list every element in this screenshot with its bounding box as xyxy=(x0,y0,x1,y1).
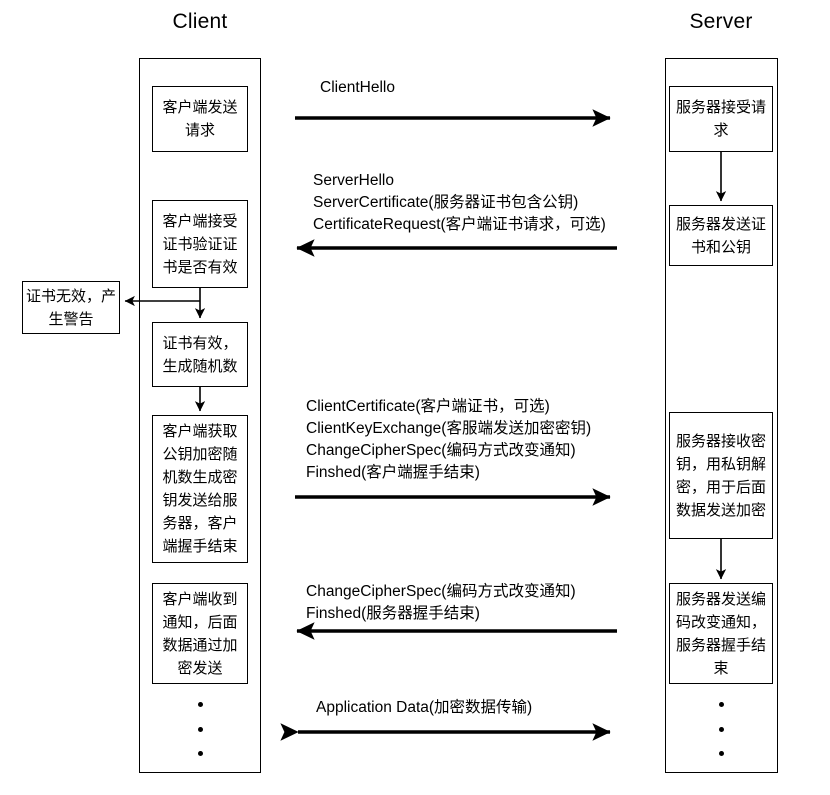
node-client-verify-cert: 客户端接受证书验证证书是否有效 xyxy=(152,200,248,288)
message-line: ChangeCipherSpec(编码方式改变通知) xyxy=(306,583,576,600)
message-line: CertificateRequest(客户端证书请求，可选) xyxy=(313,216,606,233)
node-cert-invalid-warning-label: 证书无效，产生警告 xyxy=(26,287,117,328)
node-client-encrypt-key-label: 客户端获取公钥加密随机数生成密钥发送给服务器，客户端握手结束 xyxy=(162,423,238,555)
node-client-received-notice: 客户端收到通知，后面数据通过加密发送 xyxy=(152,583,248,684)
node-server-send-notice-label: 服务器发送编码改变通知，服务器握手结束 xyxy=(675,590,766,677)
node-server-send-cert-label: 服务器发送证书和公钥 xyxy=(675,215,766,256)
message-line: ChangeCipherSpec(编码方式改变通知) xyxy=(306,442,576,459)
node-client-received-notice-label: 客户端收到通知，后面数据通过加密发送 xyxy=(162,590,238,677)
ellipsis-dot xyxy=(718,702,724,707)
message-line: ServerHello xyxy=(313,172,394,189)
node-client-encrypt-key: 客户端获取公钥加密随机数生成密钥发送给服务器，客户端握手结束 xyxy=(152,415,248,563)
message-label-client-hello: ClientHello xyxy=(320,77,395,99)
ellipsis-dot xyxy=(718,751,724,756)
node-server-accept-request-label: 服务器接受请求 xyxy=(675,99,766,139)
message-line: ClientKeyExchange(客服端发送加密密钥) xyxy=(306,420,592,437)
message-arrow-client-key-exchange xyxy=(295,488,611,506)
message-line: Finshed(客户端握手结束) xyxy=(306,464,480,481)
node-server-send-notice: 服务器发送编码改变通知，服务器握手结束 xyxy=(669,583,773,684)
ellipsis-dot xyxy=(197,702,203,707)
ellipsis-dot xyxy=(197,726,203,732)
message-arrow-client-hello xyxy=(295,109,611,127)
message-label-application-data: Application Data(加密数据传输) xyxy=(316,697,532,719)
message-line: Application Data(加密数据传输) xyxy=(316,699,533,716)
node-client-send-request: 客户端发送请求 xyxy=(152,86,248,152)
node-cert-invalid-warning: 证书无效，产生警告 xyxy=(22,281,120,334)
node-cert-valid-random: 证书有效，生成随机数 xyxy=(152,322,248,387)
message-arrow-server-change-cipher xyxy=(296,622,617,640)
message-line: Finshed(服务器握手结束) xyxy=(306,605,480,622)
node-client-send-request-label: 客户端发送请求 xyxy=(162,99,238,139)
ellipsis-dot xyxy=(197,751,203,756)
message-line: ServerCertificate(服务器证书包含公钥) xyxy=(313,194,579,211)
node-client-verify-cert-label: 客户端接受证书验证证书是否有效 xyxy=(162,212,238,276)
node-server-decrypt-key-label: 服务器接收密钥，用私钥解密，用于后面数据发送加密 xyxy=(675,432,766,519)
message-line: ClientHello xyxy=(320,79,395,96)
lane-title-client: Client xyxy=(172,10,228,33)
node-cert-valid-random-label: 证书有效，生成随机数 xyxy=(162,334,238,375)
message-label-server-hello: ServerHello ServerCertificate(服务器证书包含公钥)… xyxy=(313,170,606,236)
client-ellipsis xyxy=(189,702,211,756)
ellipsis-dot xyxy=(718,726,724,732)
message-label-client-key-exchange: ClientCertificate(客户端证书，可选) ClientKeyExc… xyxy=(306,396,591,484)
lane-title-server: Server xyxy=(689,10,753,33)
server-ellipsis xyxy=(710,702,732,756)
node-server-send-cert: 服务器发送证书和公钥 xyxy=(669,205,773,266)
message-line: ClientCertificate(客户端证书，可选) xyxy=(306,398,550,415)
node-server-decrypt-key: 服务器接收密钥，用私钥解密，用于后面数据发送加密 xyxy=(669,412,773,539)
message-arrow-server-hello xyxy=(296,239,617,257)
message-label-server-change-cipher: ChangeCipherSpec(编码方式改变通知) Finshed(服务器握手… xyxy=(306,581,576,625)
message-arrow-application-data xyxy=(280,723,611,741)
node-server-accept-request: 服务器接受请求 xyxy=(669,86,773,152)
